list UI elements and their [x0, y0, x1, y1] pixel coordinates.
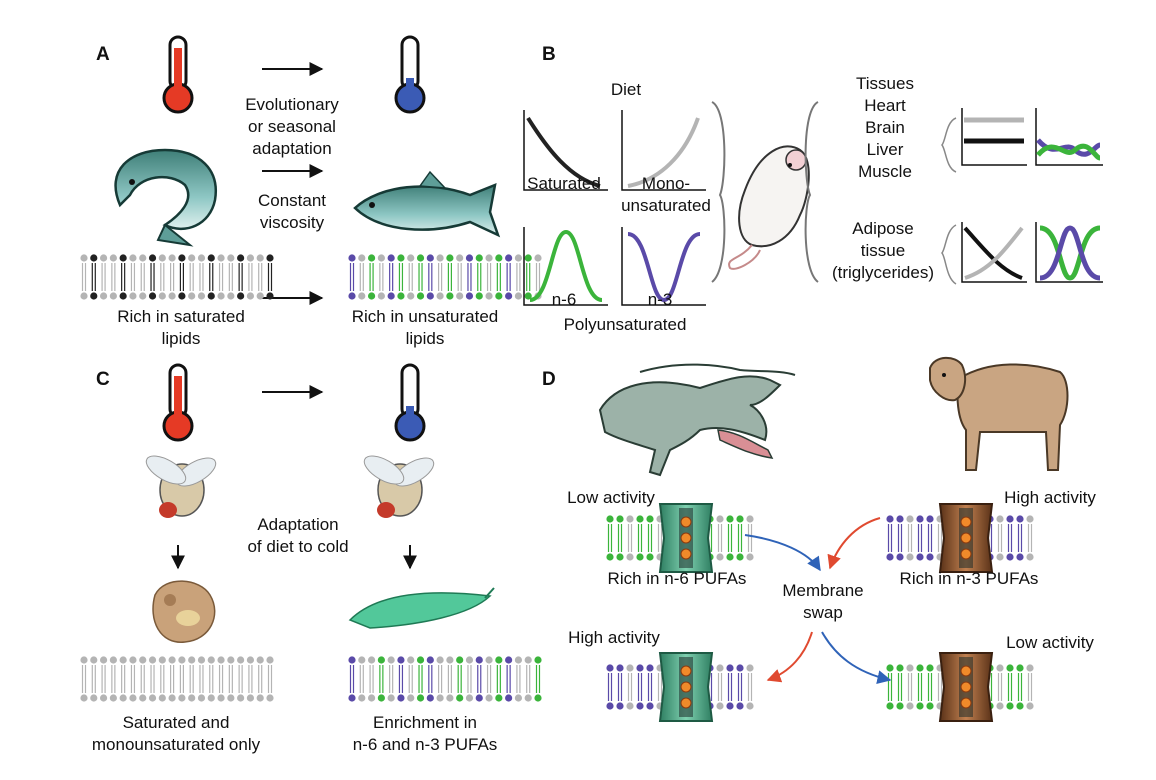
panel-label-c: C: [96, 369, 110, 390]
calf-icon: [929, 356, 1069, 471]
membrane-swap-line-1: Membrane: [782, 581, 864, 600]
adipose-line-1: Adipose: [852, 219, 914, 238]
adaptation-line-2: or seasonal: [248, 117, 336, 136]
diet-n3-plot: [621, 227, 706, 306]
n3-membrane-label: Rich in n-3 PUFAs: [899, 569, 1039, 588]
poly-label: Polyunsaturated: [563, 315, 687, 334]
diet-mono-plot: [621, 110, 706, 191]
ion-channel-brown-bottom: [938, 652, 994, 722]
thermometer-hot-icon-c: [162, 363, 194, 442]
panel-label-d: D: [542, 369, 556, 390]
membrane-swap-label: Membrane swap: [768, 580, 878, 624]
tissues-line-5: Muscle: [858, 162, 912, 181]
adaptation-text: Evolutionary or seasonal adaptation: [222, 94, 362, 160]
high-activity-bottom: High activity: [568, 628, 660, 647]
sat-mono-caption: Saturated and monounsaturated only: [56, 712, 296, 756]
adipose-line-3: (triglycerides): [831, 263, 935, 282]
adipose-line-2: tissue: [860, 241, 906, 260]
crocodile-icon: [598, 363, 796, 477]
n3-label: n-3: [647, 290, 673, 309]
saturated-caption-line-1: Rich in saturated: [117, 307, 245, 326]
thermometer-cold-icon: [394, 35, 426, 114]
panel-label-a: A: [96, 44, 110, 65]
viscosity-line-2: viscosity: [259, 213, 325, 232]
membrane-swap-line-2: swap: [803, 603, 843, 622]
tissue-sat-mono-plot: [961, 108, 1027, 166]
saturated-membrane: [80, 254, 274, 300]
ion-channel-brown-top: [938, 503, 994, 573]
tissues-line-1: Tissues: [856, 74, 914, 93]
fish-curled-icon: [114, 148, 218, 247]
sat-mono-caption-line-1: Saturated and: [122, 713, 230, 732]
n6-label: n-6: [551, 290, 577, 309]
diet-label: Diet: [610, 80, 642, 99]
tissues-label: Tissues Heart Brain Liver Muscle: [830, 73, 940, 183]
pufa-caption-line-1: Enrichment in: [373, 713, 477, 732]
mono-label-line-1: Mono-: [641, 174, 691, 193]
adipose-pufa-plot: [1035, 222, 1103, 283]
mouse-icon: [728, 145, 810, 270]
fly-cold-icon: [363, 455, 435, 518]
unsaturated-caption-line-2: lipids: [405, 329, 445, 348]
unsaturated-caption-line-1: Rich in unsaturated: [351, 307, 499, 326]
pufa-enriched-membrane: [348, 656, 542, 702]
panel-label-b: B: [542, 44, 556, 65]
unsaturated-caption: Rich in unsaturated lipids: [320, 306, 530, 350]
swap-arrow-red-out: [766, 631, 813, 683]
sat-mono-membrane: [80, 656, 274, 702]
low-activity-top: Low activity: [567, 488, 655, 507]
adaptation-line-1: Evolutionary: [245, 95, 339, 114]
saturated-caption-line-2: lipids: [161, 329, 201, 348]
tissues-line-4: Liver: [866, 140, 904, 159]
adipose-label: Adipose tissue (triglycerides): [818, 218, 948, 284]
viscosity-text: Constant viscosity: [232, 190, 352, 234]
low-activity-bottom: Low activity: [1006, 633, 1094, 652]
adipose-sat-mono-plot: [961, 222, 1027, 283]
sat-mono-caption-line-2: monounsaturated only: [91, 735, 261, 754]
swap-arrow-blue-in: [744, 534, 821, 572]
tissue-brace: [804, 101, 819, 283]
tissue-pufa-plot: [1035, 108, 1103, 166]
diet-cold-line-1: Adaptation: [257, 515, 339, 534]
fly-warm-icon: [145, 455, 217, 518]
swap-arrow-blue-out: [821, 631, 892, 685]
mono-label-line-2: unsaturated: [621, 196, 711, 215]
diet-cold-line-2: of diet to cold: [247, 537, 349, 556]
ion-channel-green-top: [658, 503, 714, 573]
diet-saturated-plot: [523, 110, 608, 191]
diet-cold-text: Adaptation of diet to cold: [228, 514, 368, 558]
saturated-label: Saturated: [527, 174, 601, 193]
n6-membrane-label: Rich in n-6 PUFAs: [607, 569, 747, 588]
adaptation-line-3: adaptation: [252, 139, 332, 158]
swap-arrow-red-in: [827, 517, 881, 570]
pufa-caption-line-2: n-6 and n-3 PUFAs: [352, 735, 498, 754]
saturated-caption: Rich in saturated lipids: [76, 306, 286, 350]
pea-pod-food-icon: [348, 587, 495, 629]
thermometer-hot-icon: [162, 35, 194, 114]
viscosity-line-1: Constant: [257, 191, 327, 210]
diet-n6-plot: [523, 227, 608, 306]
thermometer-cold-icon-c: [394, 363, 426, 442]
diet-brace: [711, 101, 726, 283]
ion-channel-green-bottom: [658, 652, 714, 722]
fish-straight-icon: [353, 170, 501, 238]
unsaturated-membrane: [348, 254, 542, 300]
tissues-line-2: Heart: [864, 96, 906, 115]
yeast-food-icon: [152, 580, 216, 643]
pufa-caption: Enrichment in n-6 and n-3 PUFAs: [320, 712, 530, 756]
tissues-line-3: Brain: [865, 118, 905, 137]
high-activity-top: High activity: [1004, 488, 1096, 507]
mono-label: Mono- unsaturated: [616, 173, 716, 217]
